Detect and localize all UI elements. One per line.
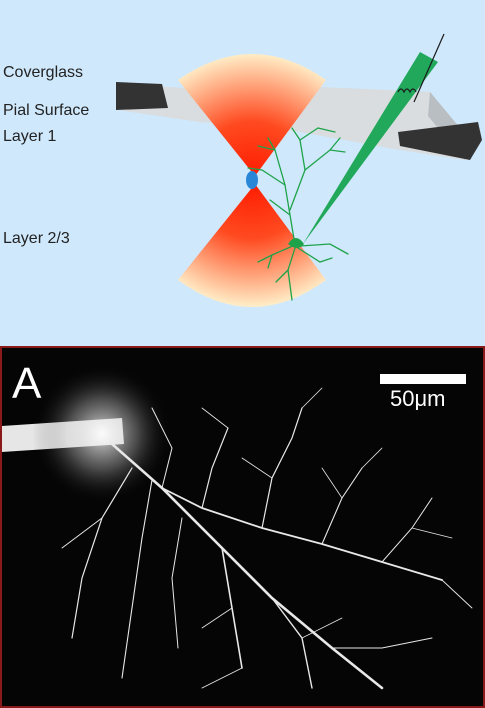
pipette-wire	[413, 33, 445, 103]
neuron-soma	[288, 238, 304, 248]
label-coverglass: Coverglass	[3, 64, 84, 81]
schematic-drawing	[116, 33, 482, 307]
dendritic-arbor	[61, 387, 473, 690]
dendrite-image	[2, 364, 473, 690]
scale-bar	[380, 374, 466, 384]
label-layer-2-3: Layer 2/3	[3, 230, 70, 247]
coverglass-left	[116, 82, 168, 110]
coverglass-right	[398, 122, 482, 160]
imaging-schematic: Coverglass Pial Surface Layer 1 Layer 2/…	[0, 0, 485, 346]
laser-beam-upper	[178, 54, 326, 176]
pipette-coil	[397, 88, 417, 94]
label-layer-1: Layer 1	[3, 128, 57, 145]
panel-letter: A	[12, 359, 42, 408]
micrograph-panel: A 50μm	[0, 346, 485, 708]
label-pial-surface: Pial Surface	[3, 102, 90, 119]
focal-spot	[246, 171, 258, 189]
neuron-schematic	[247, 127, 349, 301]
patch-pipette	[303, 52, 438, 244]
scale-bar-label: 50μm	[390, 386, 446, 411]
